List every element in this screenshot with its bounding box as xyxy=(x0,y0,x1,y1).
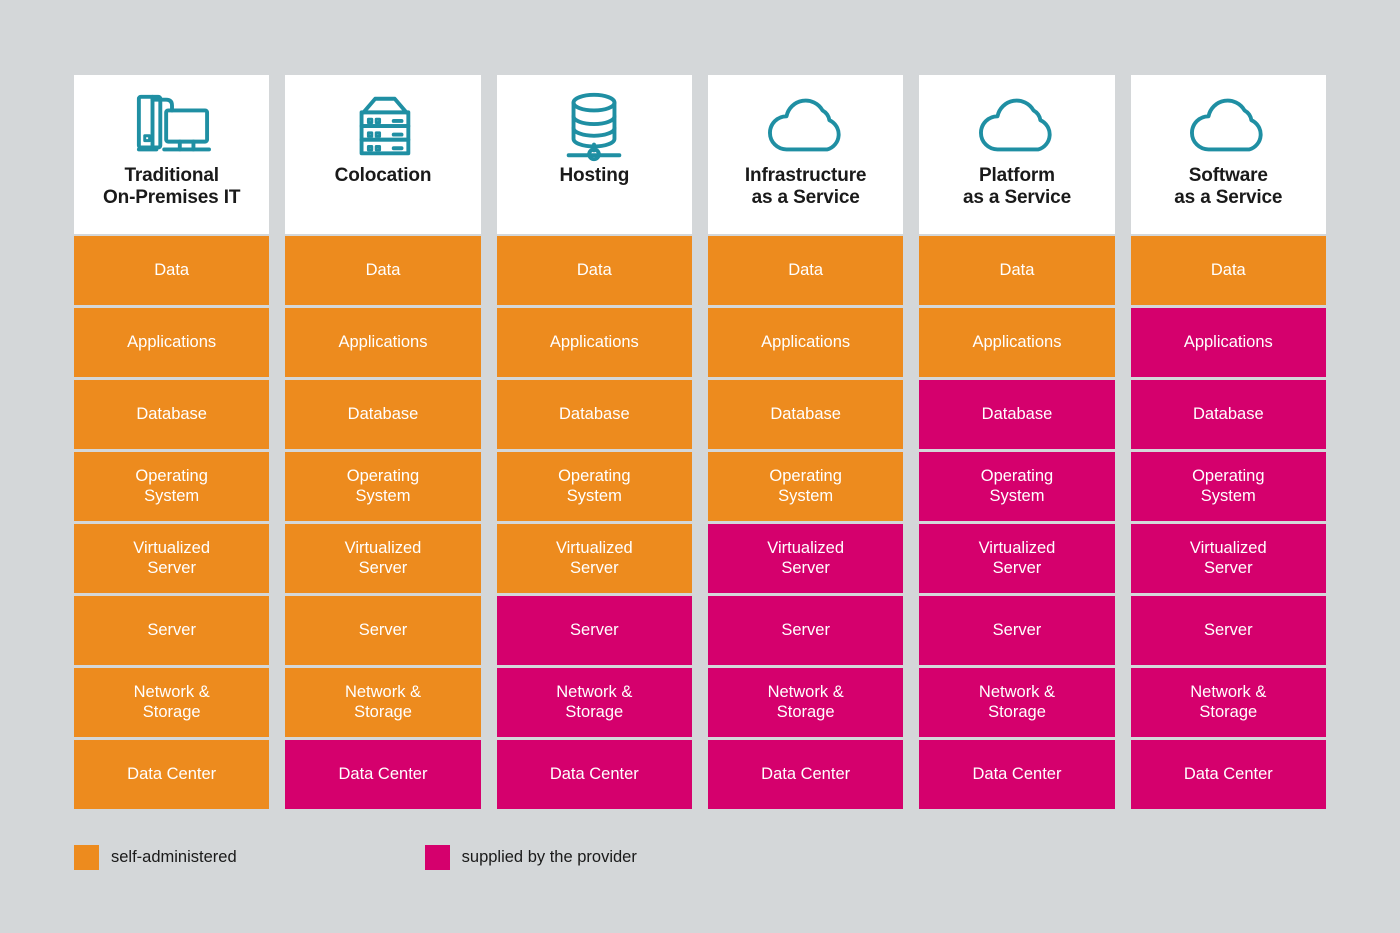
layer-cell[interactable]: Data Center xyxy=(496,740,692,809)
layer-cell[interactable]: Network & Storage xyxy=(707,668,904,737)
column-header[interactable]: Infrastructure as a Service xyxy=(707,75,904,234)
desktop-computer-icon xyxy=(123,91,221,163)
legend-label: self-administered xyxy=(111,848,237,866)
column-title: Platform as a Service xyxy=(962,165,1072,209)
layer-cell[interactable]: Operating System xyxy=(707,452,904,521)
layer-cell[interactable]: Applications xyxy=(285,308,481,377)
layer-cell[interactable]: Data xyxy=(74,236,270,305)
layer-cell[interactable]: Virtualized Server xyxy=(496,524,692,593)
layer-cell[interactable]: Network & Storage xyxy=(496,668,692,737)
layer-cell[interactable]: Operating System xyxy=(74,452,270,521)
layer-cell[interactable]: Server xyxy=(1130,596,1326,665)
legend-entry: self-administered xyxy=(74,845,237,870)
layer-cell[interactable]: Database xyxy=(1130,380,1326,449)
column-title: Software as a Service xyxy=(1174,165,1283,209)
layer-cell[interactable]: Operating System xyxy=(919,452,1115,521)
database-network-icon xyxy=(545,91,643,163)
column-header[interactable]: Software as a Service xyxy=(1130,75,1326,234)
layer-cell[interactable]: Data Center xyxy=(74,740,270,809)
layer-cell[interactable]: Network & Storage xyxy=(1130,668,1326,737)
layer-cell[interactable]: Server xyxy=(919,596,1115,665)
layer-cell[interactable]: Data xyxy=(1130,236,1326,305)
column-title: Traditional On-Premises IT xyxy=(103,165,241,209)
column-header[interactable]: Platform as a Service xyxy=(919,75,1115,234)
column-header[interactable]: Colocation xyxy=(285,75,481,234)
layer-cell[interactable]: Database xyxy=(707,380,904,449)
layer-cell[interactable]: Data xyxy=(285,236,481,305)
layer-cell[interactable]: Data xyxy=(496,236,692,305)
column-header[interactable]: Hosting xyxy=(496,75,692,234)
layer-cell[interactable]: Database xyxy=(285,380,481,449)
layer-cell[interactable]: Data Center xyxy=(285,740,481,809)
legend-swatch xyxy=(424,845,450,870)
column-title: Infrastructure as a Service xyxy=(744,165,867,209)
legend-entry: supplied by the provider xyxy=(424,845,637,870)
column-header[interactable]: Traditional On-Premises IT xyxy=(74,75,270,234)
cloud-icon xyxy=(968,91,1066,163)
layer-cell[interactable]: Applications xyxy=(74,308,270,377)
cloud-icon xyxy=(757,91,855,163)
layer-cell[interactable]: Server xyxy=(285,596,481,665)
layer-cell[interactable]: Virtualized Server xyxy=(919,524,1115,593)
column-title: Hosting xyxy=(559,165,630,186)
layer-cell[interactable]: Operating System xyxy=(1130,452,1326,521)
layer-cell[interactable]: Data xyxy=(919,236,1115,305)
layer-cell[interactable]: Server xyxy=(496,596,692,665)
layer-cell[interactable]: Data Center xyxy=(919,740,1115,809)
layer-cell[interactable]: Data Center xyxy=(707,740,904,809)
layer-cell[interactable]: Applications xyxy=(707,308,904,377)
layer-cell[interactable]: Virtualized Server xyxy=(707,524,904,593)
layer-cell[interactable]: Data Center xyxy=(1130,740,1326,809)
layer-cell[interactable]: Applications xyxy=(919,308,1115,377)
layer-cell[interactable]: Applications xyxy=(1130,308,1326,377)
layer-cell[interactable]: Network & Storage xyxy=(919,668,1115,737)
layer-cell[interactable]: Operating System xyxy=(285,452,481,521)
layer-cell[interactable]: Database xyxy=(919,380,1115,449)
layer-cell[interactable]: Virtualized Server xyxy=(74,524,270,593)
legend: self-administered supplied by the provide… xyxy=(74,845,637,870)
layer-cell[interactable]: Virtualized Server xyxy=(285,524,481,593)
layer-cell[interactable]: Applications xyxy=(496,308,692,377)
column-title: Colocation xyxy=(334,165,432,186)
layer-cell[interactable]: Server xyxy=(74,596,270,665)
legend-swatch xyxy=(74,845,99,870)
layer-cell[interactable]: Network & Storage xyxy=(74,668,270,737)
layer-cell[interactable]: Data xyxy=(707,236,904,305)
server-rack-icon xyxy=(334,91,432,163)
layer-cell[interactable]: Server xyxy=(707,596,904,665)
layer-cell[interactable]: Network & Storage xyxy=(285,668,481,737)
layer-cell[interactable]: Database xyxy=(496,380,692,449)
layer-cell[interactable]: Virtualized Server xyxy=(1130,524,1326,593)
legend-label: supplied by the provider xyxy=(461,848,637,866)
cloud-icon xyxy=(1179,91,1277,163)
layer-cell[interactable]: Database xyxy=(74,380,270,449)
layer-cell[interactable]: Operating System xyxy=(496,452,692,521)
